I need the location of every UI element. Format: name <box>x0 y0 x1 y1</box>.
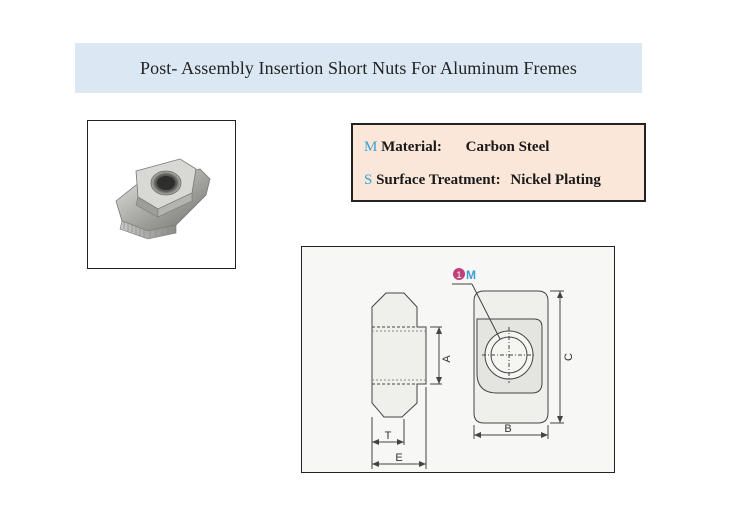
t-nut-image <box>115 158 211 240</box>
dim-t-label: T <box>385 430 392 442</box>
callout-number: 1 <box>456 270 461 280</box>
callout-letter: M <box>466 268 476 282</box>
title-banner: Post- Assembly Insertion Short Nuts For … <box>75 43 642 93</box>
material-row: M Material: Carbon Steel <box>364 139 549 156</box>
callout-badge <box>453 268 465 280</box>
surface-letter: S <box>364 172 373 188</box>
surface-label: Surface Treatment: <box>376 172 501 188</box>
dim-e-label: E <box>395 452 402 464</box>
drawing-svg: 1 M A T E B C <box>371 268 575 469</box>
material-label: Material: <box>381 139 442 155</box>
technical-drawing: 1 M A T E B C <box>301 246 615 473</box>
dim-a-label: A <box>441 355 453 363</box>
surface-row: S Surface Treatment: Nickel Plating <box>364 172 601 189</box>
dim-b-label: B <box>504 423 511 435</box>
dim-c-label: C <box>563 353 575 361</box>
page-title: Post- Assembly Insertion Short Nuts For … <box>139 57 578 78</box>
material-letter: M <box>364 139 378 155</box>
spec-box: M Material: Carbon Steel S Surface Treat… <box>351 123 646 202</box>
product-photo <box>87 120 236 269</box>
material-value: Carbon Steel <box>465 139 550 155</box>
surface-value: Nickel Plating <box>510 172 601 188</box>
